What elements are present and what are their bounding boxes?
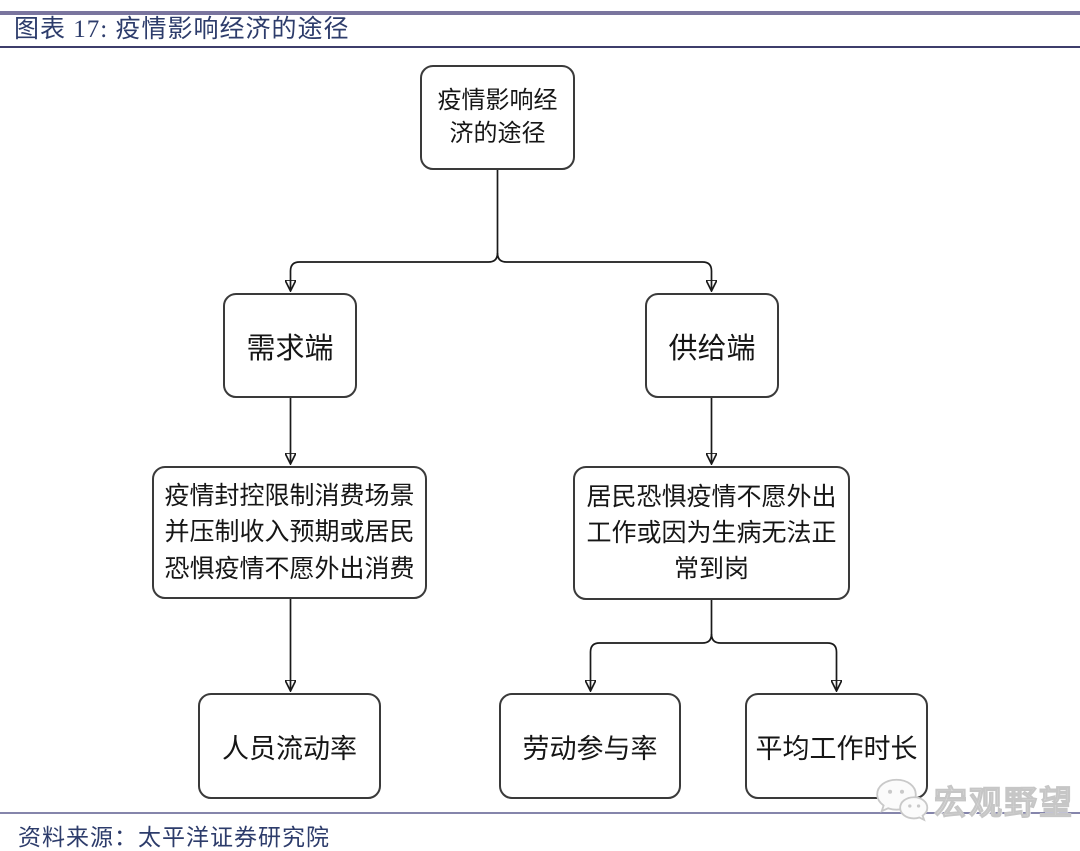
node-line: 居民恐惧疫情不愿外出 bbox=[586, 482, 837, 511]
edge-root-supply bbox=[496, 252, 712, 291]
edge-root-demand bbox=[291, 252, 499, 291]
title-bottom-rule bbox=[0, 46, 1080, 48]
node-line: 供给端 bbox=[668, 332, 756, 365]
title-top-rule bbox=[0, 11, 1080, 15]
node-line: 疫情封控限制消费场景 bbox=[164, 482, 415, 511]
node-line: 并压制收入预期或居民 bbox=[164, 518, 415, 547]
node-line: 平均工作时长 bbox=[755, 733, 918, 764]
node-line: 疫情影响经 bbox=[437, 87, 558, 115]
node-supply-detail: 居民恐惧疫情不愿外出 工作或因为生病无法正 常到岗 bbox=[573, 466, 850, 600]
node-line: 工作或因为生病无法正 bbox=[586, 518, 837, 547]
node-line: 劳动参与率 bbox=[522, 733, 658, 764]
source-note: 资料来源：太平洋证券研究院 bbox=[18, 825, 330, 850]
node-line: 常到岗 bbox=[673, 555, 749, 584]
node-line: 恐惧疫情不愿外出消费 bbox=[164, 554, 415, 583]
watermark: 宏观野望 bbox=[874, 776, 1074, 824]
node-line: 人员流动率 bbox=[222, 733, 357, 764]
node-participation: 劳动参与率 bbox=[499, 693, 681, 799]
footer-rule bbox=[0, 812, 1080, 814]
edge-supply-participation bbox=[591, 633, 713, 691]
node-supply: 供给端 bbox=[645, 293, 779, 398]
watermark-label: 宏观野望 bbox=[934, 784, 1074, 822]
node-line: 需求端 bbox=[246, 332, 334, 365]
figure-title: 图表 17: 疫情影响经济的途径 bbox=[14, 16, 350, 43]
node-demand-detail: 疫情封控限制消费场景 并压制收入预期或居民 恐惧疫情不愿外出消费 bbox=[152, 466, 427, 599]
node-root: 疫情影响经 济的途径 bbox=[420, 65, 575, 170]
node-demand: 需求端 bbox=[223, 293, 357, 398]
node-line: 济的途径 bbox=[449, 119, 546, 147]
node-mobility: 人员流动率 bbox=[198, 693, 381, 799]
edge-supply-hours bbox=[710, 633, 837, 691]
wechat-icon bbox=[876, 778, 929, 822]
